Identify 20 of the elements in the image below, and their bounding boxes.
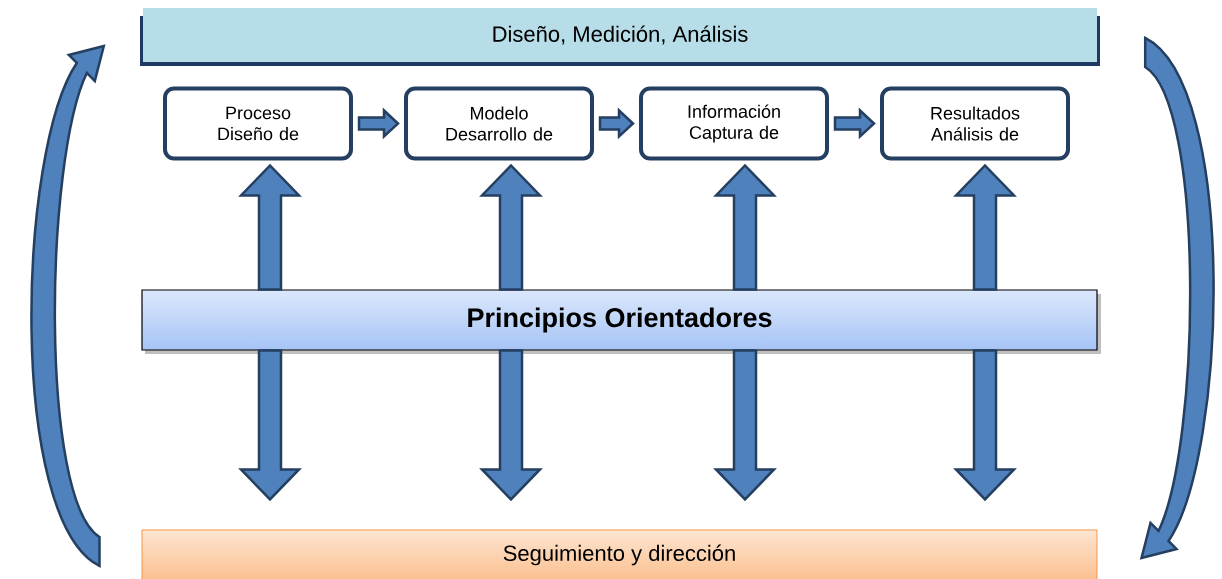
block-arrow [953,349,1017,502]
process-box: Proceso Diseño de [163,86,353,161]
block-arrow [833,107,876,140]
process-box: Modelo Desarrollo de [404,86,594,161]
block-arrow [238,163,302,291]
process-box: Resultados Análisis de [880,86,1070,161]
block-arrow [479,163,543,291]
curved-arrow [1140,36,1215,560]
principles-band: Principios Orientadores [141,289,1101,354]
block-arrow [238,349,302,502]
process-box: Información Captura de [639,86,829,161]
block-arrow [713,349,777,502]
block-arrow [357,107,400,140]
block-arrow [598,107,635,140]
curved-arrow [30,44,106,568]
block-arrow [953,163,1017,291]
footer-band: Seguimiento y dirección [141,529,1098,579]
header-band: Diseño, Medición, Análisis [140,8,1100,66]
block-arrow [713,163,777,291]
block-arrow [479,349,543,502]
